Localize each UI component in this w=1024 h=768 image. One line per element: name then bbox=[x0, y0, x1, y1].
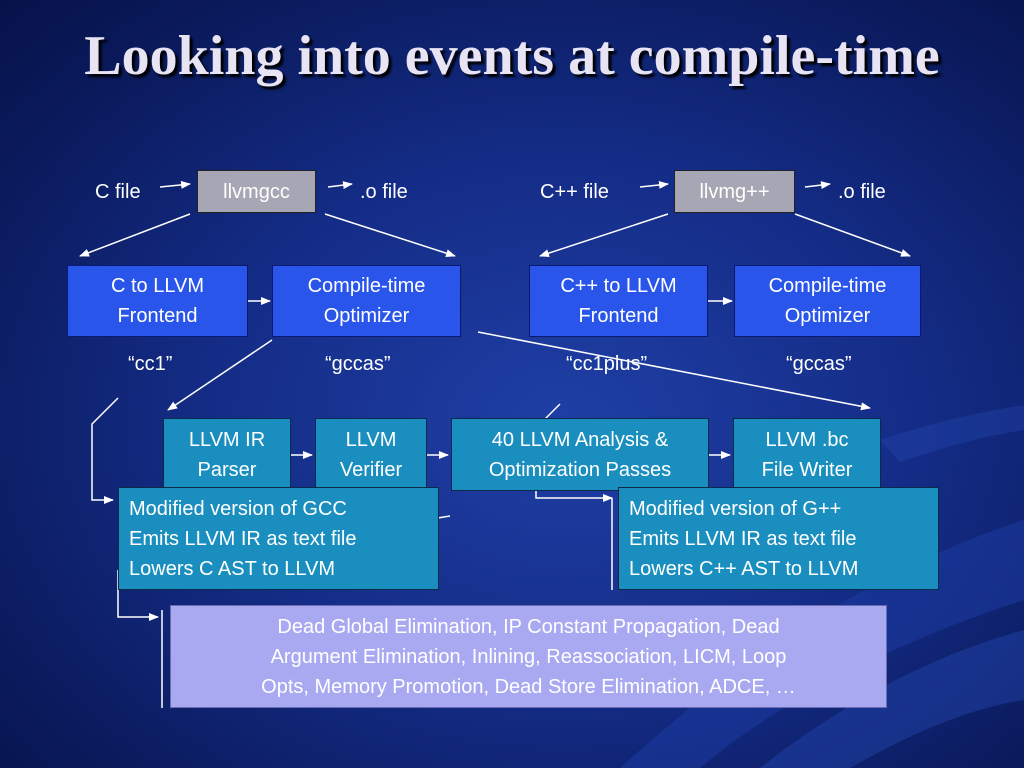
passes-list-line1: Dead Global Elimination, IP Constant Pro… bbox=[277, 615, 780, 638]
bc-writer-box: LLVM .bc File Writer bbox=[733, 418, 881, 491]
ir-parser-line1: LLVM IR bbox=[188, 428, 266, 451]
arrow-optimizer-bcwriter bbox=[477, 331, 871, 411]
verifier-line2: Verifier bbox=[339, 458, 403, 481]
c-optimizer-box: Compile-time Optimizer bbox=[272, 265, 461, 337]
c-gccas-label: “gccas” bbox=[325, 353, 391, 375]
arrow-llvmgcc-optimizer bbox=[324, 213, 456, 258]
arrow-llvmgpp-ofile bbox=[804, 181, 831, 190]
bc-writer-line1: LLVM .bc bbox=[765, 428, 849, 451]
passes-box: 40 LLVM Analysis & Optimization Passes bbox=[451, 418, 709, 491]
arrow-optimizer-irparser bbox=[167, 339, 273, 411]
gpp-note-line2: Emits LLVM IR as text file bbox=[629, 527, 857, 550]
cc1plus-label: “cc1plus” bbox=[566, 353, 648, 375]
ir-parser-box: LLVM IR Parser bbox=[163, 418, 291, 491]
c-file-label: C file bbox=[95, 181, 141, 203]
ir-parser-line2: Parser bbox=[197, 458, 257, 481]
arrow-llvmgpp-optimizer bbox=[794, 213, 911, 257]
c-frontend-line1: C to LLVM bbox=[111, 275, 204, 297]
cpp-ofile-label: .o file bbox=[838, 181, 886, 203]
c-frontend-box: C to LLVM Frontend bbox=[67, 265, 248, 337]
cpp-optimizer-line2: Optimizer bbox=[784, 305, 871, 327]
arrow-llvmgcc-frontend bbox=[79, 213, 191, 257]
passes-list-line2: Argument Elimination, Inlining, Reassoci… bbox=[270, 645, 787, 668]
passes-list-box: Dead Global Elimination, IP Constant Pro… bbox=[170, 605, 887, 708]
llvmgcc-box: llvmgcc bbox=[197, 170, 316, 213]
verifier-box: LLVM Verifier bbox=[315, 418, 427, 491]
arrow-llvmgpp-frontend bbox=[539, 213, 669, 257]
cpp-file-label: C++ file bbox=[540, 181, 609, 203]
gcc-note-box: Modified version of GCC Emits LLVM IR as… bbox=[118, 487, 439, 590]
gcc-note-line2: Emits LLVM IR as text file bbox=[129, 527, 357, 550]
bc-writer-line2: File Writer bbox=[761, 458, 853, 481]
cpp-frontend-box: C++ to LLVM Frontend bbox=[529, 265, 708, 337]
c-ofile-label: .o file bbox=[360, 181, 408, 203]
c-frontend-line2: Frontend bbox=[117, 305, 198, 327]
connector-cc1-note bbox=[91, 397, 119, 504]
cpp-gccas-label: “gccas” bbox=[786, 353, 852, 375]
slide-title: Looking into events at compile-time bbox=[84, 25, 940, 87]
c-optimizer-line2: Optimizer bbox=[323, 305, 410, 327]
arrow-cppfile-llvmgpp bbox=[639, 180, 669, 189]
arrow-cfile-llvmgcc bbox=[159, 180, 191, 189]
gpp-note-box: Modified version of G++ Emits LLVM IR as… bbox=[618, 487, 939, 590]
cpp-optimizer-line1: Compile-time bbox=[768, 275, 887, 297]
c-optimizer-line1: Compile-time bbox=[307, 275, 426, 297]
passes-list-line3: Opts, Memory Promotion, Dead Store Elimi… bbox=[261, 675, 796, 698]
gpp-note-line3: Lowers C++ AST to LLVM bbox=[629, 557, 859, 580]
gpp-note-line1: Modified version of G++ bbox=[629, 497, 842, 520]
verifier-line1: LLVM bbox=[345, 428, 397, 451]
cpp-frontend-line2: Frontend bbox=[578, 305, 659, 327]
cpp-frontend-line1: C++ to LLVM bbox=[560, 275, 677, 297]
gcc-note-line3: Lowers C AST to LLVM bbox=[129, 557, 336, 580]
cpp-optimizer-box: Compile-time Optimizer bbox=[734, 265, 921, 337]
cc1-label: “cc1” bbox=[128, 353, 173, 375]
gcc-note-line1: Modified version of GCC bbox=[129, 497, 347, 520]
arrow-llvmgcc-ofile bbox=[327, 181, 353, 190]
passes-line1: 40 LLVM Analysis & bbox=[491, 428, 669, 451]
passes-line2: Optimization Passes bbox=[488, 458, 672, 481]
llvmgpp-box: llvmg++ bbox=[674, 170, 795, 213]
